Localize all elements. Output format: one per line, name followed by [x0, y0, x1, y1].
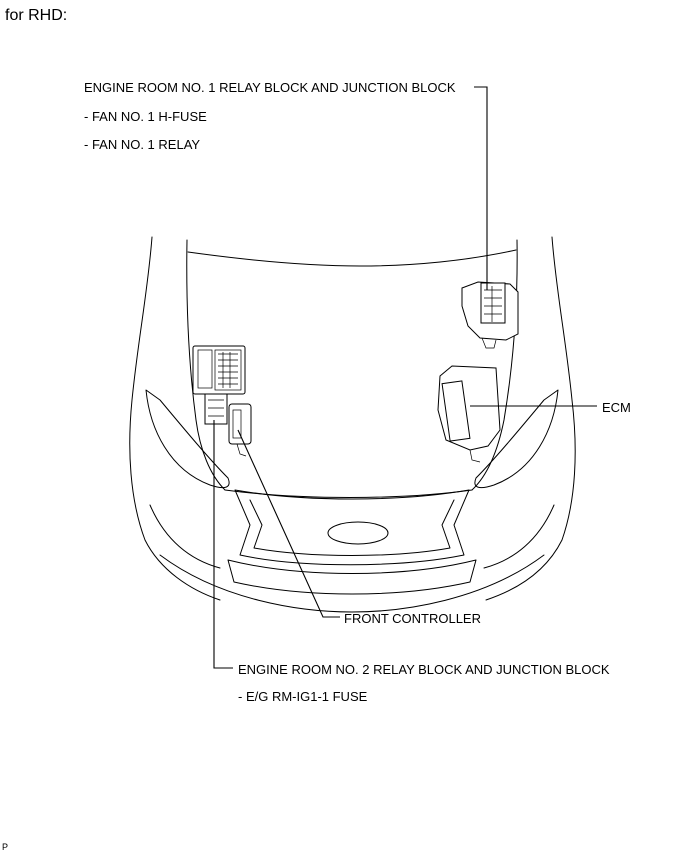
lower-grille — [227, 559, 477, 595]
hood-left-edge — [186, 239, 226, 491]
left-fog-recess — [149, 504, 221, 569]
er2-leader-line — [213, 420, 233, 669]
page-heading: for RHD: — [5, 7, 68, 24]
er1-label: ENGINE ROOM NO. 1 RELAY BLOCK AND JUNCTI… — [84, 80, 456, 95]
er1-leader-line — [474, 86, 488, 290]
ecm-part — [437, 365, 501, 463]
er2-fuse-label: - E/G RM-IG1-1 FUSE — [238, 689, 368, 704]
hood-right-edge — [471, 239, 518, 491]
front-controller-label: FRONT CONTROLLER — [344, 611, 481, 626]
right-fog-recess — [483, 504, 555, 569]
er2-label: ENGINE ROOM NO. 2 RELAY BLOCK AND JUNCTI… — [238, 662, 610, 677]
car-body-outline — [129, 236, 576, 613]
right-fender-line — [485, 236, 576, 601]
footer-mark: P — [2, 842, 9, 852]
er2-relay-block — [192, 345, 246, 425]
front-controller-part — [228, 403, 252, 457]
front-bumper-line — [159, 554, 545, 613]
er1-fuse-label: - FAN NO. 1 H-FUSE — [84, 109, 207, 124]
er1-relay-block — [461, 281, 519, 349]
left-fender-line — [129, 236, 221, 601]
front-controller-leader-line — [237, 429, 340, 618]
grille-outer — [234, 489, 470, 566]
cowl-line — [187, 249, 517, 267]
er1-relay-label: - FAN NO. 1 RELAY — [84, 137, 201, 152]
emblem — [327, 521, 389, 545]
grille-inner — [249, 499, 455, 556]
ecm-label: ECM — [602, 400, 631, 415]
right-headlight — [474, 389, 559, 489]
left-headlight — [145, 389, 230, 489]
